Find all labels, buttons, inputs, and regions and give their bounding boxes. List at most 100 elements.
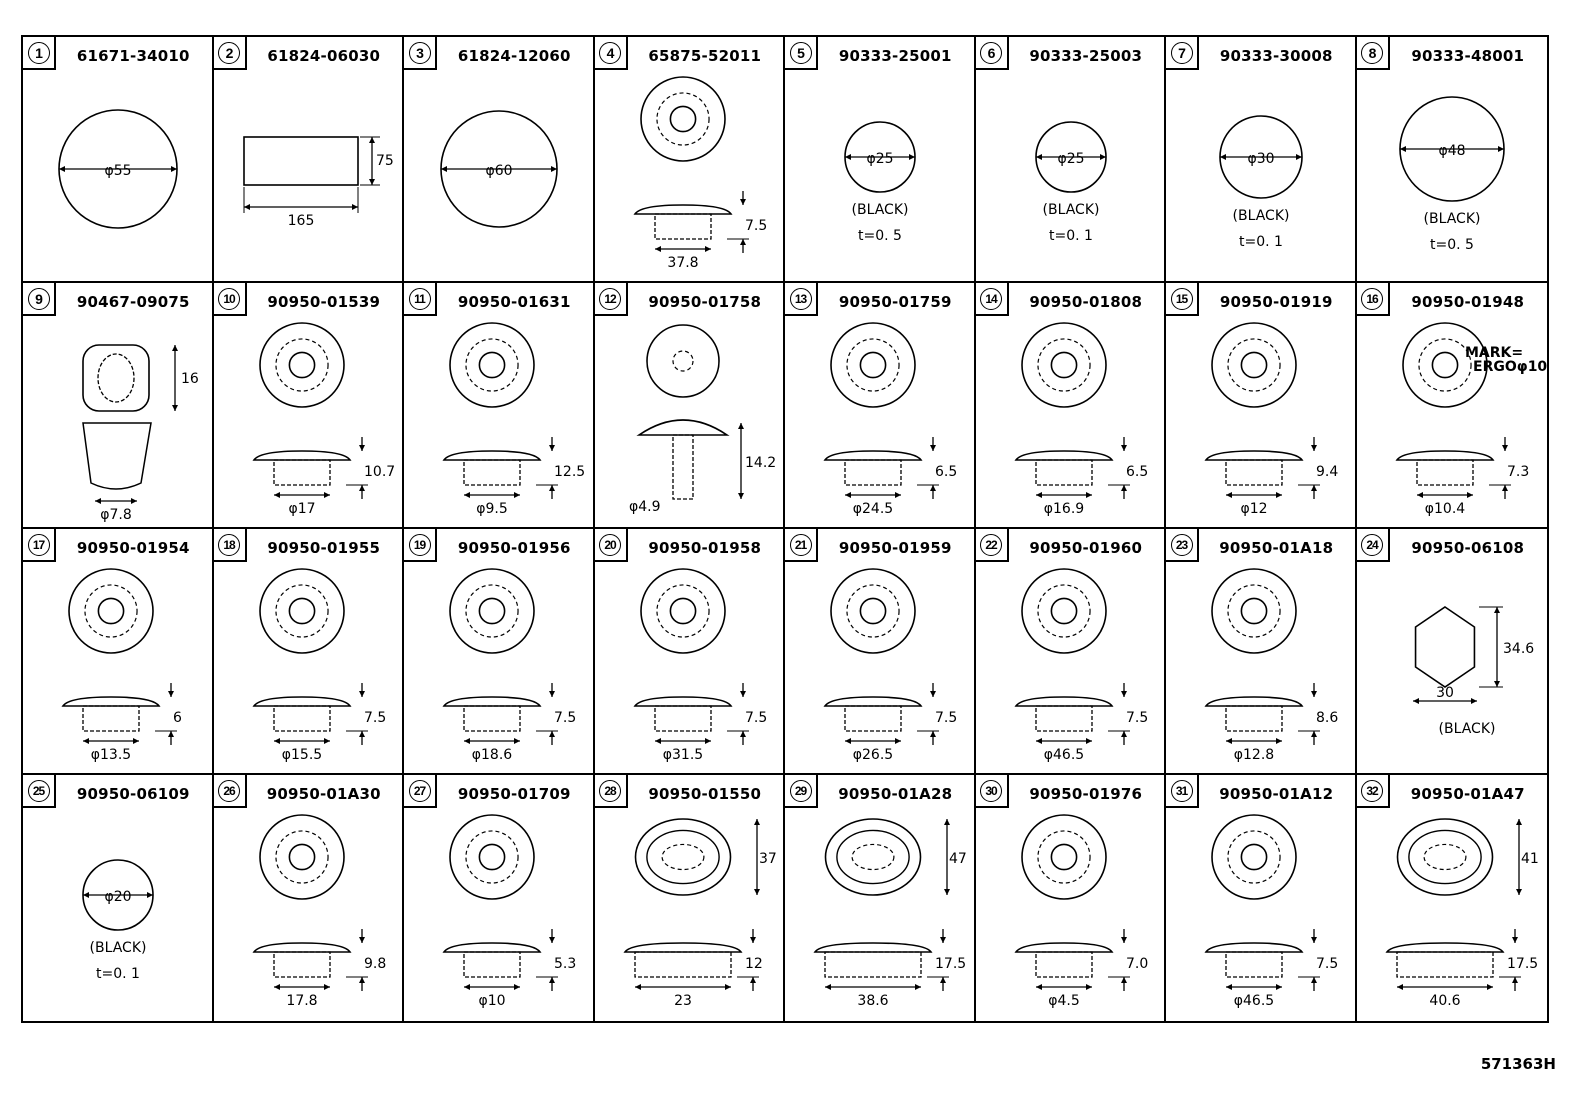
item-number-badge: 31: [1166, 775, 1199, 808]
side-body: [1225, 705, 1283, 732]
item-number-badge: 19: [404, 529, 437, 562]
part-number: 90950-01A30: [266, 785, 381, 803]
part-drawing: φ16.96.5: [1014, 322, 1148, 517]
dimension-arrowhead: [514, 984, 520, 990]
dimension-arrowhead: [944, 819, 950, 825]
item-number-badge: 4: [594, 37, 628, 70]
part-side-view: [252, 450, 351, 461]
part-number: 90950-01956: [457, 539, 571, 557]
width-label: φ4.5: [1048, 993, 1080, 1009]
height-label: 6.5: [1126, 464, 1148, 480]
dimension-arrowhead: [147, 892, 153, 898]
part-drawing: φ48(BLACK)t=0. 5: [1398, 96, 1505, 253]
width-label: φ24.5: [853, 501, 893, 517]
part-number: 90950-06109: [76, 785, 190, 803]
width-label: 40.6: [1429, 993, 1460, 1009]
height-label: 7.5: [935, 710, 957, 726]
dimension-arrowhead: [845, 154, 851, 160]
inner-ring: [1417, 338, 1472, 392]
inner-ring: [274, 338, 329, 392]
part-drawing: φ30(BLACK)t=0. 1: [1219, 115, 1303, 250]
item-number-badge: 28: [594, 775, 628, 808]
part-side-view: [1204, 942, 1304, 953]
part-side-view: [82, 422, 152, 490]
dimension-arrowhead: [1276, 492, 1282, 498]
dimension-arrowhead: [1226, 984, 1232, 990]
side-body: [272, 951, 331, 978]
dimension-arrowhead: [944, 889, 950, 895]
inner-ring: [1240, 843, 1268, 871]
dimension-arrowhead: [1416, 492, 1423, 498]
side-body: [272, 705, 331, 732]
width-label: 38.6: [857, 993, 888, 1009]
item-number: 7: [1170, 41, 1193, 64]
item-number: 1: [27, 41, 50, 64]
part-top-view: [258, 322, 345, 408]
part-top-view: [449, 814, 535, 900]
part-outline: [1414, 606, 1475, 688]
item-number: 8: [1361, 41, 1383, 64]
dimension-arrowhead: [59, 166, 65, 172]
dimension-arrowhead: [1226, 738, 1232, 744]
side-body: [844, 459, 902, 486]
dimension-arrowhead: [131, 498, 137, 504]
height-label: 34.6: [1503, 641, 1534, 657]
inner-ring: [1240, 597, 1268, 625]
inner-ring: [1036, 584, 1091, 638]
item-number-badge: 6: [975, 37, 1009, 70]
inner-ring: [478, 597, 506, 625]
part-side-view: [252, 696, 351, 707]
inner-ring: [836, 829, 910, 885]
item-number: 17: [27, 533, 50, 556]
dimension-arrowhead: [441, 166, 447, 172]
part-top-view: [1211, 568, 1297, 654]
part-number: 90950-01758: [648, 293, 762, 311]
height-label: 7.3: [1507, 464, 1529, 480]
inner-ring: [859, 597, 887, 625]
item-number-badge: 3: [404, 37, 437, 70]
part-drawing: φ24.5 6.5: [823, 322, 957, 517]
dimension-arrowhead: [1296, 154, 1302, 160]
part-outline: [242, 136, 359, 186]
item-number: 3: [408, 41, 431, 64]
width-label: φ46.5: [1043, 747, 1083, 763]
color-note: (BLACK): [90, 940, 147, 956]
diameter-label: φ48: [1438, 143, 1465, 159]
inner-ring: [671, 350, 694, 372]
inner-ring: [655, 584, 710, 638]
height-label: 7.0: [1126, 956, 1148, 972]
side-body: [1034, 705, 1093, 732]
inner-ring: [274, 584, 329, 638]
part-number: 90950-01A28: [838, 785, 953, 803]
diameter-label: φ25: [866, 151, 893, 167]
dimension-arrowhead: [464, 738, 470, 744]
top-height-label: 41: [1521, 851, 1539, 867]
height-label: 6.5: [935, 464, 957, 480]
part-side-view: [813, 942, 933, 953]
part-drawing: 38.617.547: [813, 818, 967, 1009]
color-note: (BLACK): [1438, 721, 1495, 737]
dimension-arrowhead: [825, 984, 831, 990]
side-body: [1395, 951, 1494, 978]
item-number-badge: 15: [1166, 283, 1199, 316]
dimension-arrowhead: [704, 738, 711, 744]
width-label: φ15.5: [281, 747, 321, 763]
item-number-badge: 16: [1356, 283, 1390, 316]
part-top-view: [1401, 322, 1488, 408]
part-top-view: [449, 322, 535, 408]
height-label: 7.5: [1316, 956, 1338, 972]
item-number: 21: [789, 533, 812, 556]
dimension-arrowhead: [273, 492, 280, 498]
part-drawing: φ18.67.5: [442, 568, 576, 763]
part-side-view: [1014, 942, 1113, 953]
inner-ring: [465, 338, 519, 392]
part-drawing: φ25(BLACK)t=0. 5: [844, 121, 916, 244]
width-label: φ26.5: [853, 747, 893, 763]
